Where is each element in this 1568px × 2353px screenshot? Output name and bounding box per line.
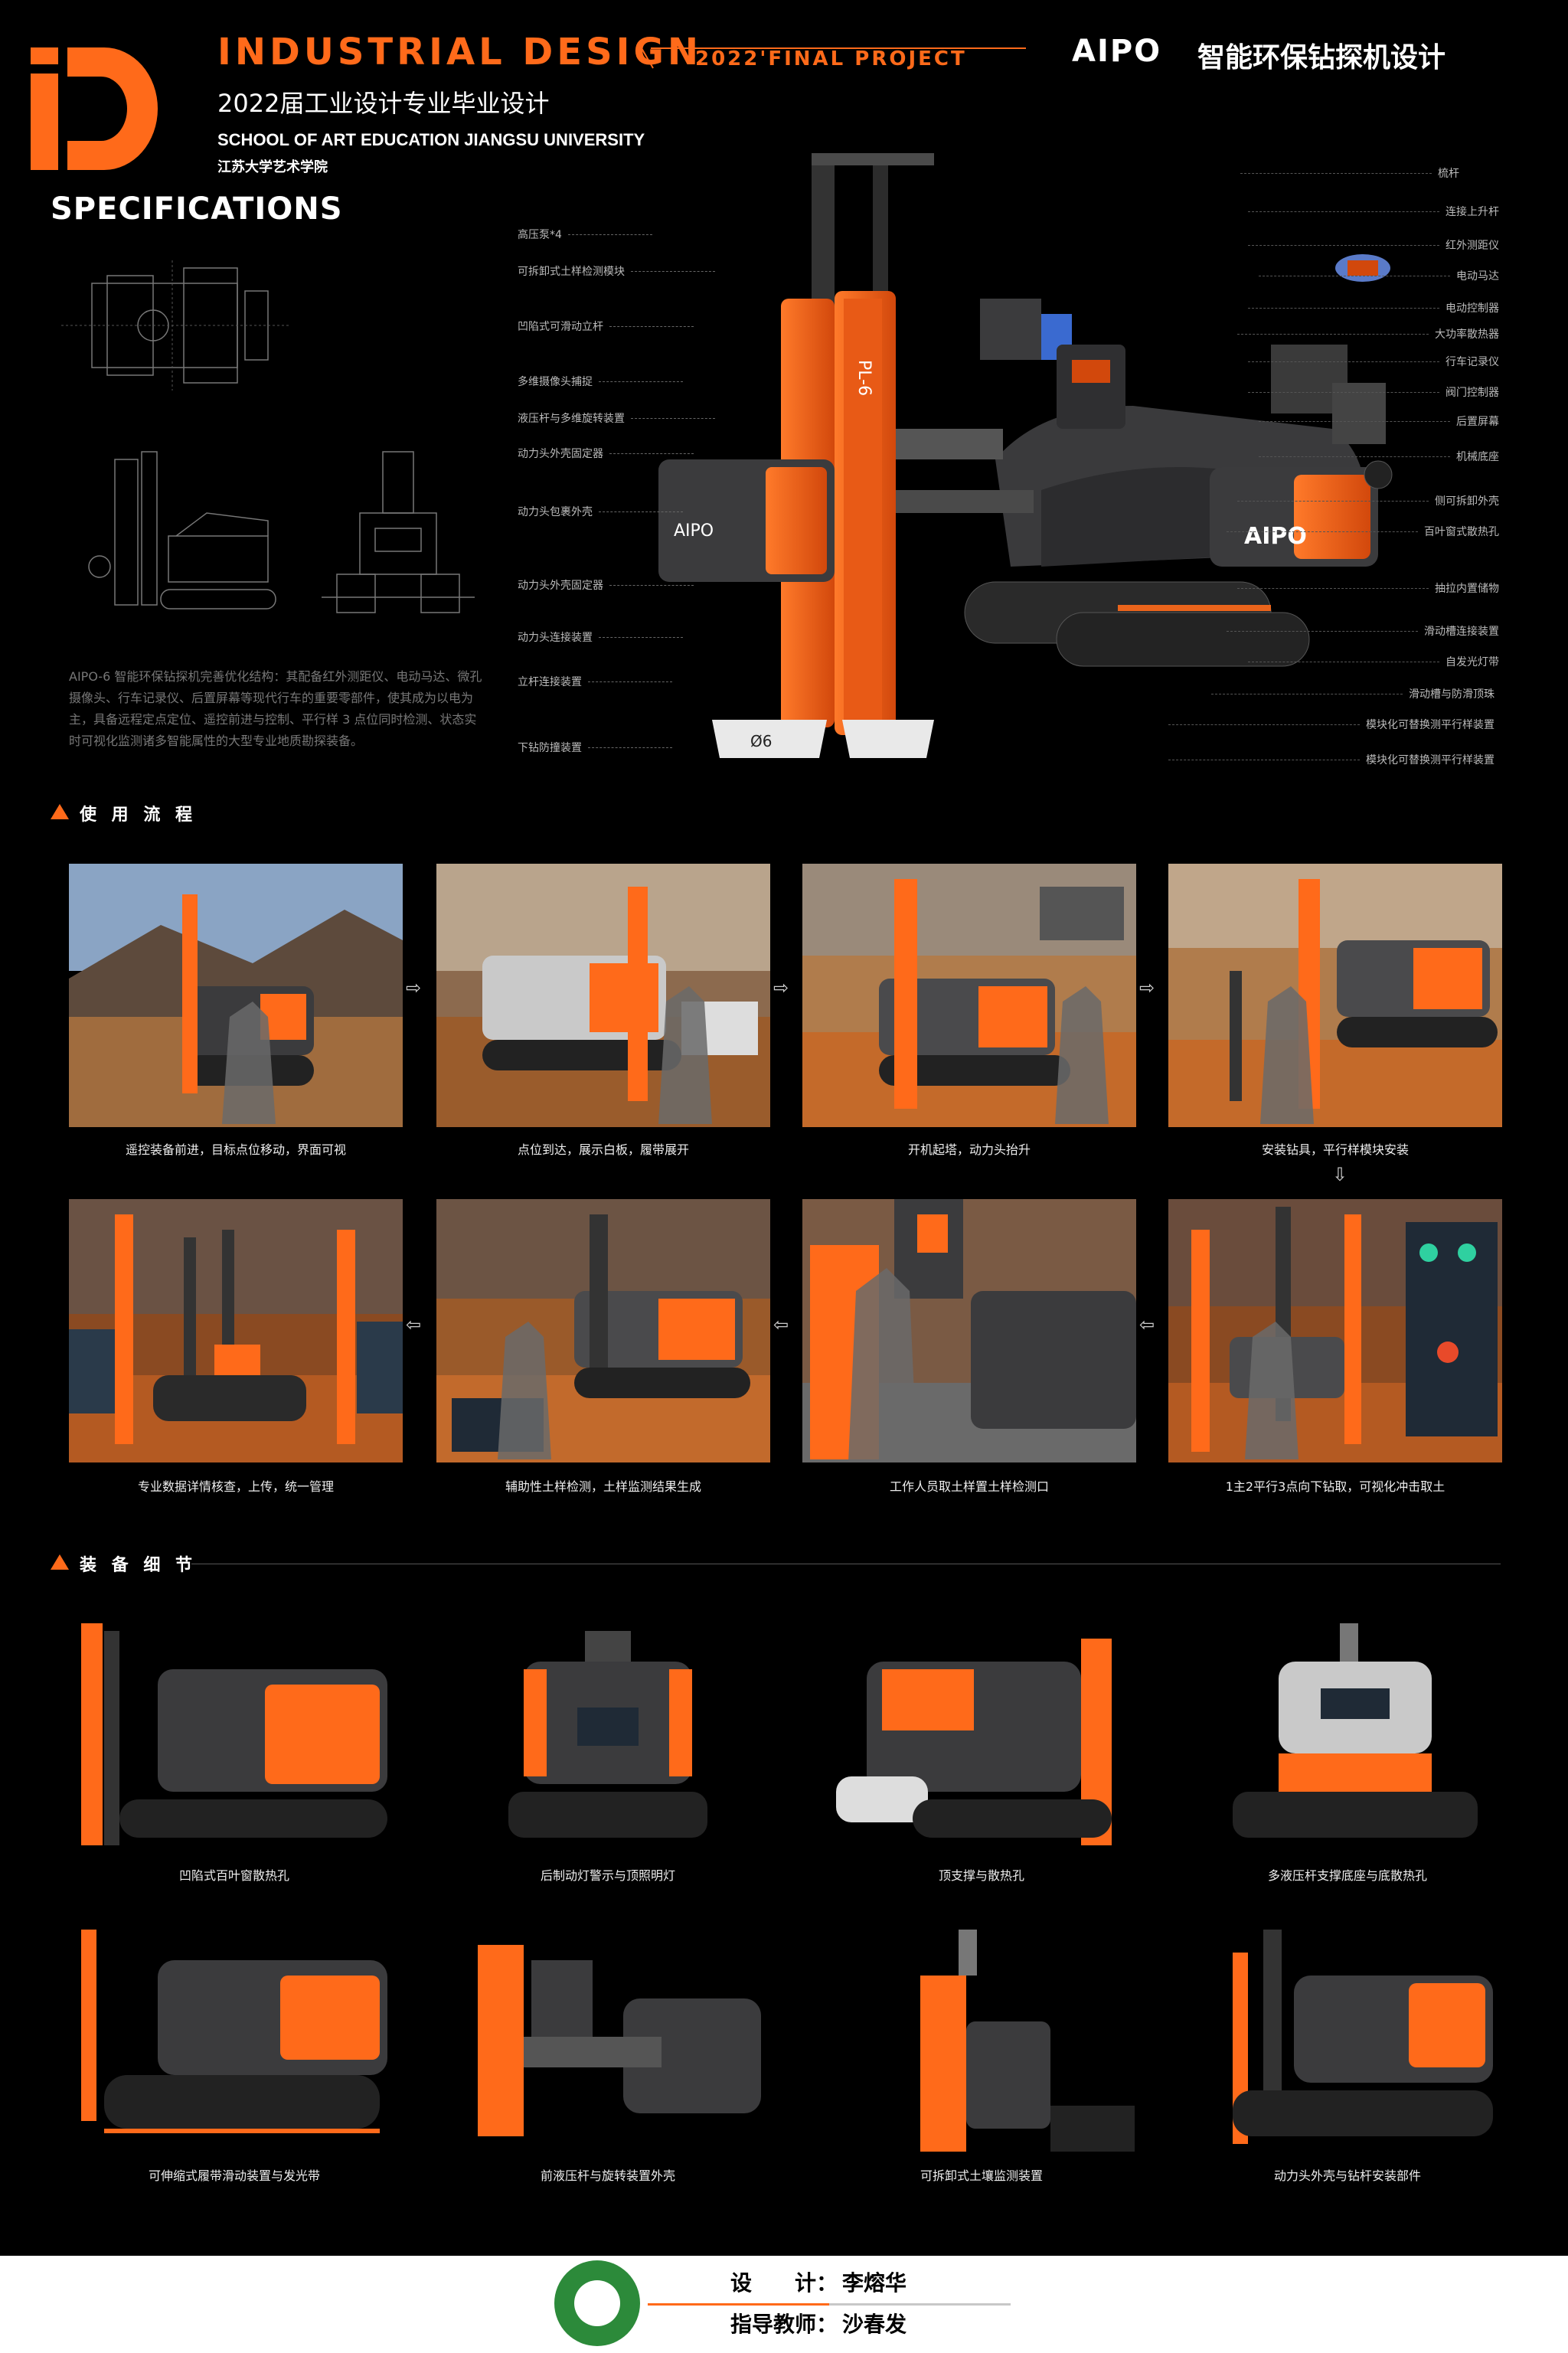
drilling-machine-render: AIPO PL-6 AIPO Ø6 bbox=[658, 153, 1393, 758]
detail-2-image bbox=[508, 1631, 707, 1838]
callout-right-4: 电动马达 bbox=[1259, 268, 1499, 283]
detail-5-caption: 可伸缩式履带滑动装置与发光带 bbox=[148, 2168, 320, 2183]
designer-label: 设 计： bbox=[730, 2270, 838, 2296]
product-description: AIPO-6 智能环保钻探机完善优化结构：其配备红外测距仪、电动马达、微孔摄像头… bbox=[69, 669, 482, 748]
arrow-right-icon: ⇨ bbox=[1139, 977, 1155, 998]
callout-left-5: 液压杆与多维旋转装置 bbox=[518, 410, 715, 426]
advisor-label: 指导教师： bbox=[730, 2312, 838, 2337]
step-5-image bbox=[69, 1199, 403, 1462]
designer-name: 李熔华 bbox=[842, 2270, 907, 2296]
step-2-image bbox=[436, 864, 770, 1127]
detail-3-caption: 顶支撑与散热孔 bbox=[938, 1868, 1024, 1883]
callout-left-11: 下钻防撞装置 bbox=[518, 740, 672, 755]
usage-heading: 使 用 流 程 bbox=[80, 806, 197, 825]
callout-right-3: 红外测距仪 bbox=[1248, 237, 1499, 253]
header-rule bbox=[651, 47, 1026, 49]
step-3-caption: 开机起塔，动力头抬升 bbox=[907, 1142, 1031, 1157]
detail-1-caption: 凹陷式百叶窗散热孔 bbox=[178, 1868, 289, 1883]
top-view-drawing bbox=[61, 260, 291, 391]
arrow-left-icon: ⇦ bbox=[773, 1314, 789, 1335]
callout-right-13: 抽拉内置储物 bbox=[1237, 580, 1499, 596]
callout-left-1: 高压泵*4 bbox=[518, 227, 652, 242]
product-title-cn: 智能环保钻探机设计 bbox=[1197, 42, 1446, 74]
detail-7-caption: 可拆卸式土壤监测装置 bbox=[920, 2168, 1043, 2183]
callout-right-14: 滑动槽连接装置 bbox=[1227, 623, 1499, 639]
step-1-image bbox=[69, 864, 403, 1127]
step-3-image bbox=[802, 864, 1136, 1127]
side-module-brand: AIPO bbox=[1244, 523, 1307, 550]
header-project: 2022'FINAL PROJECT bbox=[695, 47, 967, 70]
callout-left-7: 动力头包裹外壳 bbox=[518, 504, 683, 519]
detail-4-image bbox=[1233, 1623, 1478, 1838]
detail-8-image bbox=[1233, 1930, 1493, 2144]
foot-bit-label: Ø6 bbox=[750, 732, 772, 750]
detail-4-caption: 多液压杆支撑底座与底散热孔 bbox=[1267, 1868, 1427, 1883]
callout-right-2: 连接上升杆 bbox=[1248, 204, 1499, 219]
mast-model-label: PL-6 bbox=[854, 360, 874, 396]
callout-right-6: 大功率散热器 bbox=[1237, 326, 1499, 342]
callout-right-5: 电动控制器 bbox=[1248, 300, 1499, 315]
arrow-down-icon: ⇩ bbox=[1332, 1164, 1348, 1185]
detail-6-image bbox=[478, 1945, 761, 2136]
header-subtitle-cn: 2022届工业设计专业毕业设计 bbox=[217, 89, 550, 118]
callout-right-17: 模块化可替换测平行样装置 bbox=[1168, 717, 1494, 732]
arrow-left-icon: ⇦ bbox=[406, 1314, 422, 1335]
section-marker-icon bbox=[51, 804, 69, 819]
callout-left-8: 动力头外壳固定器 bbox=[518, 577, 694, 593]
advisor-name: 沙春发 bbox=[842, 2312, 907, 2337]
callout-right-16: 滑动槽与防滑顶珠 bbox=[1211, 686, 1494, 701]
details-heading: 装 备 细 节 bbox=[80, 1556, 197, 1575]
step-1-caption: 遥控装备前进，目标点位移动，界面可视 bbox=[125, 1142, 346, 1157]
step-7-image bbox=[802, 1199, 1136, 1462]
callout-right-10: 机械底座 bbox=[1259, 449, 1499, 464]
callout-right-1: 梳杆 bbox=[1240, 165, 1459, 181]
detail-2-caption: 后制动灯警示与顶照明灯 bbox=[540, 1868, 675, 1883]
step-5-caption: 专业数据详情核查，上传，统一管理 bbox=[137, 1479, 334, 1494]
arrow-right-icon: ⇨ bbox=[773, 977, 789, 998]
callout-left-6: 动力头外壳固定器 bbox=[518, 446, 694, 461]
callout-left-3: 凹陷式可滑动立杆 bbox=[518, 319, 694, 334]
step-6-caption: 辅助性土样检测，土样监测结果生成 bbox=[505, 1479, 701, 1494]
specifications-heading: SPECIFICATIONS bbox=[51, 191, 343, 227]
detail-7-image bbox=[920, 1930, 1135, 2152]
brand-logo: AIPO bbox=[1072, 34, 1162, 69]
step-7-caption: 工作人员取土样置土样检测口 bbox=[889, 1479, 1049, 1494]
detail-6-caption: 前液压杆与旋转装置外壳 bbox=[540, 2168, 675, 2183]
detail-5-image bbox=[81, 1930, 387, 2133]
header-school-en: SCHOOL OF ART EDUCATION JIANGSU UNIVERSI… bbox=[217, 130, 645, 149]
header-school-cn: 江苏大学艺术学院 bbox=[217, 159, 328, 175]
step-8-caption: 1主2平行3点向下钻取，可视化冲击取土 bbox=[1225, 1479, 1446, 1494]
callout-left-2: 可拆卸式土样检测模块 bbox=[518, 263, 715, 279]
detail-3-image bbox=[836, 1639, 1112, 1845]
step-8-image bbox=[1168, 1199, 1502, 1462]
power-head-brand: AIPO bbox=[674, 521, 714, 541]
arrow-right-icon: ⇨ bbox=[406, 977, 422, 998]
rear-view-drawing bbox=[322, 451, 475, 613]
step-6-image bbox=[436, 1199, 770, 1462]
arrow-left-icon: ⇦ bbox=[1139, 1314, 1155, 1335]
section-marker-icon bbox=[51, 1554, 69, 1570]
detail-1-image bbox=[81, 1623, 387, 1845]
callout-left-9: 动力头连接装置 bbox=[518, 629, 683, 645]
university-emblem-center bbox=[574, 2280, 620, 2326]
callout-right-12: 百叶窗式散热孔 bbox=[1227, 524, 1499, 539]
step-2-caption: 点位到达，展示白板，履带展开 bbox=[517, 1142, 689, 1157]
detail-8-caption: 动力头外壳与钻杆安装部件 bbox=[1273, 2168, 1421, 2183]
header-title: INDUSTRIAL DESIGN bbox=[217, 31, 703, 74]
callout-right-15: 自发光灯带 bbox=[1248, 654, 1499, 669]
callout-right-7: 行车记录仪 bbox=[1248, 354, 1499, 369]
callout-right-11: 侧可拆卸外壳 bbox=[1237, 493, 1499, 508]
callout-left-4: 多维摄像头捕捉 bbox=[518, 374, 683, 389]
callout-left-10: 立杆连接装置 bbox=[518, 674, 672, 689]
callout-right-9: 后置屏幕 bbox=[1259, 413, 1499, 429]
side-view-drawing bbox=[88, 451, 276, 609]
callout-right-18: 模块化可替换测平行样装置 bbox=[1168, 752, 1494, 767]
callout-right-8: 阀门控制器 bbox=[1248, 384, 1499, 400]
id-logo-icon bbox=[31, 47, 158, 170]
footer-divider bbox=[648, 2303, 1011, 2306]
step-4-caption: 安装钻具，平行样模块安装 bbox=[1261, 1142, 1409, 1157]
step-4-image bbox=[1168, 864, 1502, 1127]
